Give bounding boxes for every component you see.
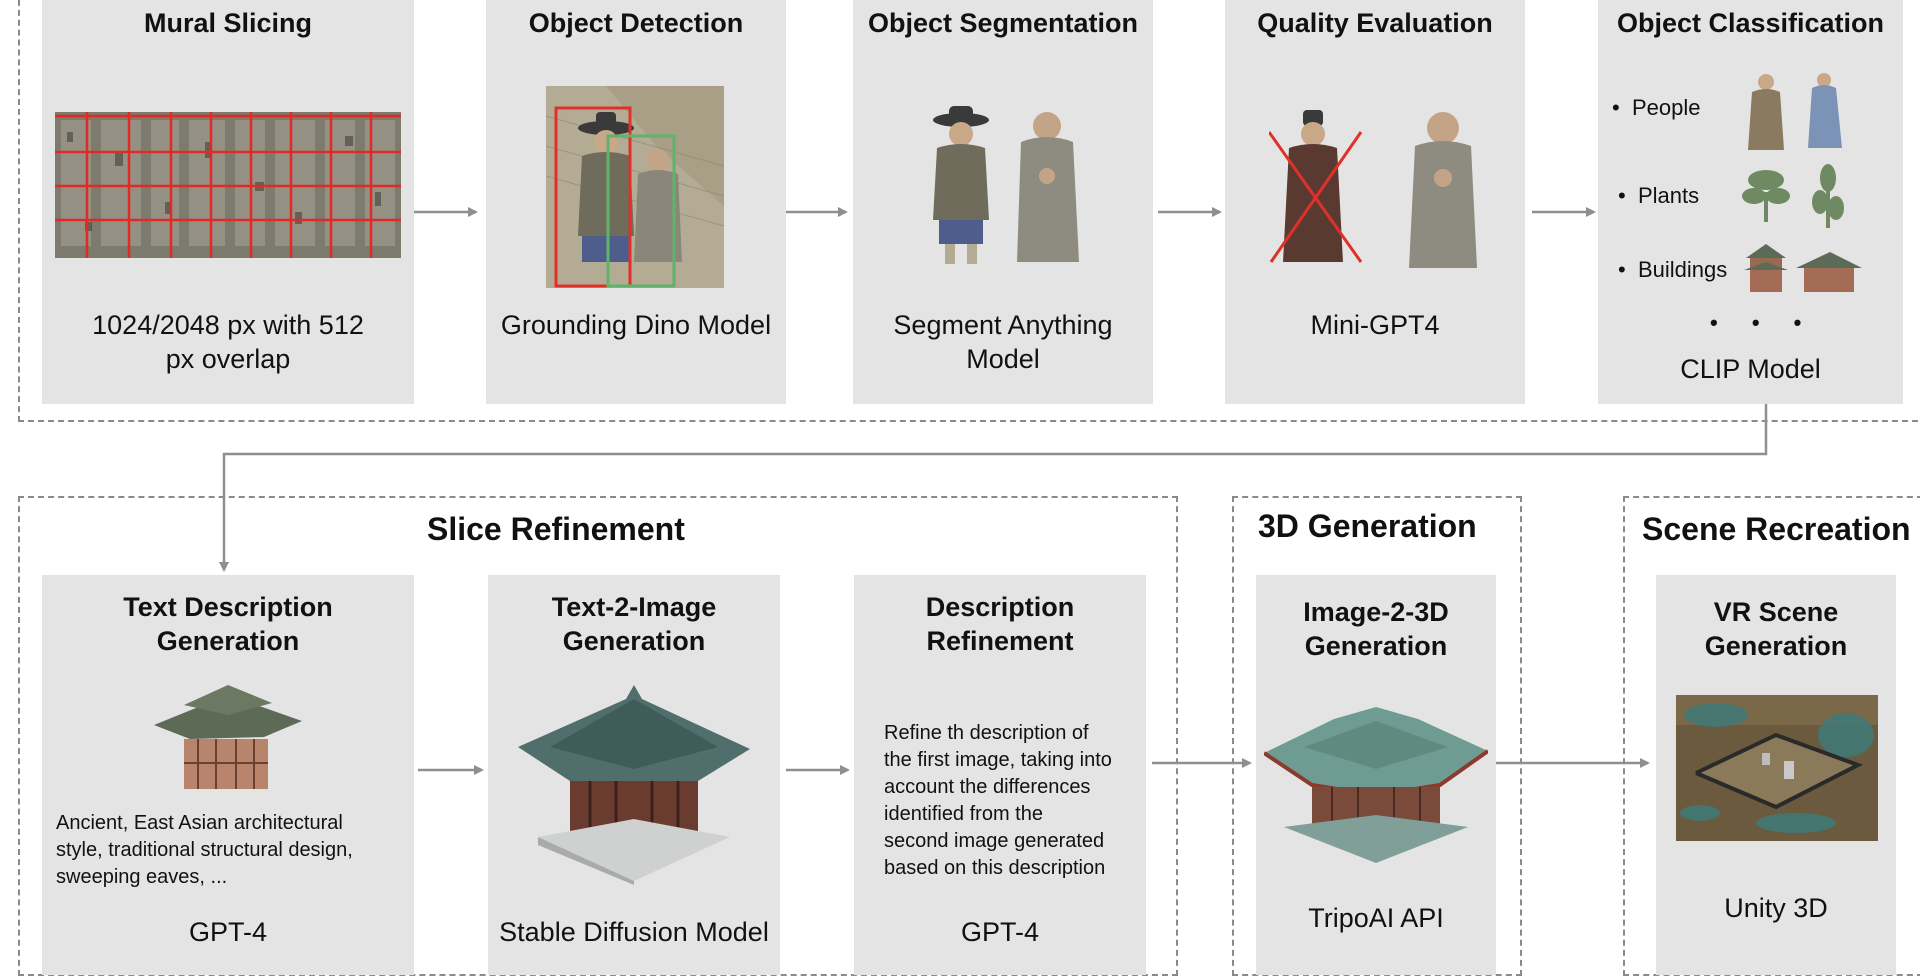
stage-model: GPT-4 bbox=[188, 917, 268, 947]
desc-line: account the differences bbox=[884, 776, 1091, 798]
description-text: Refine th description of the first image… bbox=[884, 720, 1112, 882]
stage-model: Stable Diffusion Model bbox=[499, 917, 769, 947]
stage-model: Unity 3D bbox=[1724, 893, 1828, 923]
stage-model-line1: Grounding Dino Model bbox=[500, 310, 772, 340]
segmented-figures-image bbox=[933, 106, 1079, 264]
scene-recreation-title: Scene Recreation bbox=[1642, 511, 1911, 547]
stage-title-line2: Generation bbox=[1704, 631, 1848, 661]
stage-title: Object Segmentation bbox=[867, 8, 1139, 38]
description-text: Ancient, East Asian architectural style,… bbox=[56, 810, 353, 891]
mural-grid-image bbox=[55, 112, 401, 258]
stage-title-line2: Generation bbox=[156, 626, 300, 656]
3d-generation-title: 3D Generation bbox=[1258, 508, 1477, 544]
stage-title-line2: Generation bbox=[1304, 631, 1448, 661]
stage-mural-slicing: Mural Slicing 1024/2048 px with 512 px o… bbox=[42, 0, 414, 404]
class-label: Buildings bbox=[1637, 257, 1728, 282]
stage-title-line1: Image-2-3D bbox=[1303, 597, 1449, 627]
stage-description-refinement: Description Refinement Refine th descrip… bbox=[854, 575, 1146, 975]
stage-title-line1: Text-2-Image bbox=[551, 592, 717, 622]
vr-scene-image bbox=[1676, 695, 1878, 841]
generated-pavilion-image bbox=[518, 685, 750, 885]
desc-line: second image generated bbox=[884, 830, 1105, 852]
stage-title-line1: Text Description bbox=[123, 592, 333, 622]
class-more-ellipsis: • • • bbox=[1710, 310, 1816, 335]
stage-model: GPT-4 bbox=[960, 917, 1040, 947]
desc-line: based on this description bbox=[884, 857, 1106, 879]
class-item-people: • People bbox=[1612, 95, 1701, 120]
class-thumbnails bbox=[1742, 73, 1862, 292]
stage-object-classification: Object Classification • People • Plants … bbox=[1598, 0, 1903, 404]
class-item-plants: • Plants bbox=[1618, 183, 1700, 208]
desc-line: Refine th description of bbox=[884, 722, 1089, 744]
stage-text-2-image: Text-2-Image Generation Stable Diffusion… bbox=[488, 575, 780, 975]
class-label: Plants bbox=[1637, 183, 1700, 208]
stage-image-2-3d: Image-2-3D Generation TripoAI API bbox=[1256, 575, 1496, 975]
desc-line: the first image, taking into bbox=[884, 749, 1112, 771]
stage-title-line1: VR Scene bbox=[1713, 597, 1839, 627]
stage-model-line1: Segment Anything bbox=[893, 310, 1113, 340]
stage-title: Object Classification bbox=[1616, 8, 1885, 38]
stage-title-line2: Generation bbox=[562, 626, 706, 656]
slice-refinement-title: Slice Refinement bbox=[427, 511, 685, 547]
stage-model-line2: px overlap bbox=[165, 344, 291, 374]
stage-title-line1: Description bbox=[925, 592, 1075, 622]
stage-title-line2: Refinement bbox=[926, 626, 1074, 656]
stage-quality-evaluation: Quality Evaluation Mini-GPT4 bbox=[1225, 0, 1525, 404]
stage-title: Quality Evaluation bbox=[1257, 8, 1493, 38]
stage-object-segmentation: Object Segmentation Segment Anything Mod… bbox=[853, 0, 1153, 404]
stage-model: TripoAI API bbox=[1308, 903, 1444, 933]
detection-image bbox=[546, 86, 724, 288]
building-sketch-image bbox=[154, 685, 302, 789]
stage-model-line1: Mini-GPT4 bbox=[1310, 310, 1440, 340]
desc-line: style, traditional structural design, bbox=[56, 839, 353, 861]
quality-check-image bbox=[1269, 110, 1477, 268]
3d-model-image bbox=[1264, 707, 1488, 863]
class-item-buildings: • Buildings bbox=[1618, 257, 1728, 282]
class-label: People bbox=[1631, 95, 1701, 120]
stage-text-description: Text Description Generation Ancient, Eas… bbox=[42, 575, 414, 975]
stage-model-line1: CLIP Model bbox=[1680, 354, 1821, 384]
stage-title: Object Detection bbox=[528, 8, 744, 38]
stage-model-line1: 1024/2048 px with 512 bbox=[92, 310, 364, 340]
desc-line: identified from the bbox=[884, 803, 1043, 825]
stage-object-detection: Object Detection Grounding Dino Model bbox=[486, 0, 786, 404]
desc-line: Ancient, East Asian architectural bbox=[56, 812, 343, 834]
stage-model-line2: Model bbox=[966, 344, 1040, 374]
desc-line: sweeping eaves, ... bbox=[56, 866, 228, 888]
stage-vr-scene: VR Scene Generation Unity 3D bbox=[1656, 575, 1896, 975]
stage-title: Mural Slicing bbox=[143, 8, 313, 38]
